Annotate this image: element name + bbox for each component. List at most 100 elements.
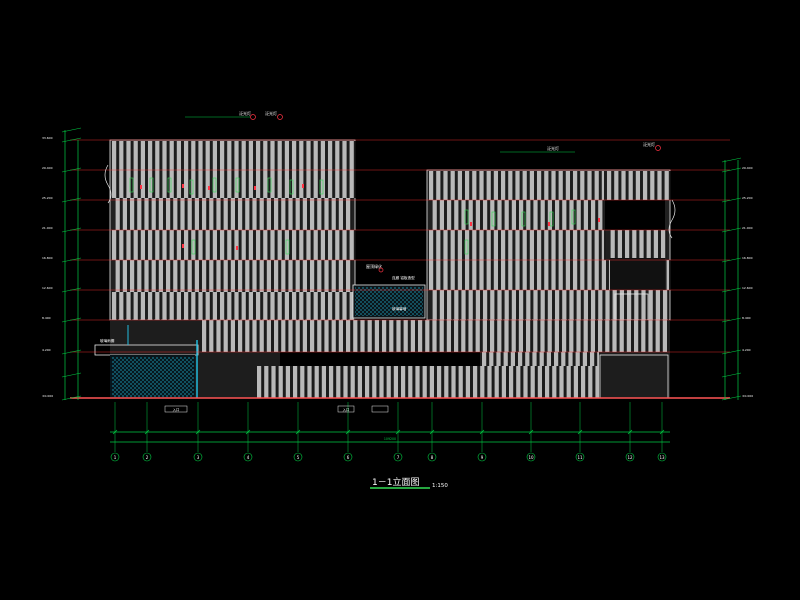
- facade-mullion: [548, 260, 551, 290]
- facade-fin: [277, 230, 282, 260]
- facade-mullion: [566, 320, 568, 352]
- facade-fin: [554, 352, 559, 366]
- facade-fin: [558, 260, 563, 290]
- facade-fin: [187, 260, 192, 292]
- facade-fin: [529, 230, 534, 260]
- facade-mullion: [123, 292, 126, 320]
- facade-mullion: [448, 230, 450, 260]
- facade-mullion: [444, 200, 446, 230]
- facade-mullion: [350, 320, 352, 352]
- facade-fin: [519, 290, 524, 320]
- facade-mullion: [340, 366, 343, 398]
- facade-fin: [194, 198, 199, 230]
- facade-mullion: [611, 171, 613, 200]
- facade-fin: [509, 366, 514, 398]
- facade-fin: [490, 290, 495, 320]
- left-dimension-chain: [61, 127, 82, 401]
- facade-fin: [662, 320, 667, 352]
- facade-fin: [468, 200, 473, 230]
- facade-mullion: [559, 290, 561, 320]
- facade-fin: [547, 320, 552, 352]
- facade-mullion: [300, 260, 302, 292]
- facade-fin: [386, 366, 391, 398]
- facade-fin: [317, 320, 322, 352]
- facade-fin: [256, 292, 261, 320]
- facade-mullion: [296, 292, 298, 320]
- facade-mullion: [415, 320, 417, 352]
- facade-fin: [576, 200, 581, 230]
- facade-fin: [450, 171, 455, 200]
- facade-fin: [537, 171, 542, 200]
- facade-green-mark: [212, 177, 217, 193]
- facade-mullion: [463, 366, 465, 398]
- facade-mullion: [303, 230, 306, 260]
- facade-mullion: [574, 200, 576, 230]
- facade-mullion: [195, 292, 198, 320]
- facade-mullion: [498, 230, 500, 260]
- facade-mullion: [455, 260, 457, 290]
- facade-fin: [519, 200, 524, 230]
- facade-mullion: [512, 230, 515, 260]
- facade-fin: [155, 292, 160, 320]
- facade-fin: [300, 366, 305, 398]
- facade-mullion: [654, 171, 657, 200]
- facade-fin: [475, 320, 480, 352]
- facade-mullion: [350, 198, 352, 230]
- facade-fin: [198, 292, 203, 320]
- facade-fin: [598, 200, 603, 230]
- facade-mullion: [239, 292, 241, 320]
- facade-mullion: [325, 230, 327, 260]
- facade-fin: [259, 260, 264, 292]
- level-label: 29.400: [42, 166, 53, 170]
- facade-mullion: [610, 290, 612, 320]
- facade-fin: [576, 290, 581, 320]
- facade-mullion: [551, 352, 553, 366]
- hatch-line: [111, 368, 141, 398]
- hatch-line: [153, 356, 195, 398]
- facade-mullion: [599, 260, 601, 290]
- facade-mullion: [477, 366, 479, 398]
- facade-fin: [346, 320, 351, 352]
- facade-fin: [465, 171, 470, 200]
- facade-fin: [148, 141, 153, 198]
- hatch-line: [133, 356, 175, 398]
- hatch-line: [357, 286, 388, 317]
- facade-fin: [220, 292, 225, 320]
- facade-fin: [133, 230, 138, 260]
- facade-mullion: [574, 290, 576, 320]
- facade-mullion: [138, 230, 140, 260]
- facade-fin: [432, 290, 437, 320]
- dim-tick: [721, 167, 742, 173]
- facade-mullion: [530, 290, 533, 320]
- facade-mullion: [332, 292, 334, 320]
- facade-fin: [216, 198, 221, 230]
- facade-mullion: [451, 200, 453, 230]
- facade-green-mark: [491, 211, 496, 227]
- facade-mullion: [580, 352, 582, 366]
- hatch-line: [119, 356, 161, 398]
- facade-fin: [562, 290, 567, 320]
- facade-fin: [263, 141, 268, 198]
- facade-mullion: [541, 260, 543, 290]
- callout-a-marker: [250, 114, 256, 120]
- facade-fin: [429, 366, 434, 398]
- facade-fin: [530, 366, 535, 398]
- facade-mullion: [559, 200, 561, 230]
- facade-mullion: [440, 260, 443, 290]
- facade-fin: [169, 230, 174, 260]
- facade-fin: [483, 290, 488, 320]
- hatch-line: [390, 286, 421, 317]
- drawing-scale: 1:150: [432, 483, 448, 489]
- facade-fin: [271, 366, 276, 398]
- facade-mullion: [509, 320, 511, 352]
- facade-fin: [443, 260, 448, 290]
- facade-fin: [307, 366, 312, 398]
- facade-mullion: [599, 171, 601, 200]
- facade-fin: [295, 260, 300, 292]
- facade-fin: [169, 292, 174, 320]
- facade-mullion: [145, 141, 147, 198]
- level-label: 33.600: [42, 136, 53, 140]
- facade-mullion: [127, 198, 129, 230]
- facade-mullion: [571, 366, 573, 398]
- facade-mullion: [163, 260, 165, 292]
